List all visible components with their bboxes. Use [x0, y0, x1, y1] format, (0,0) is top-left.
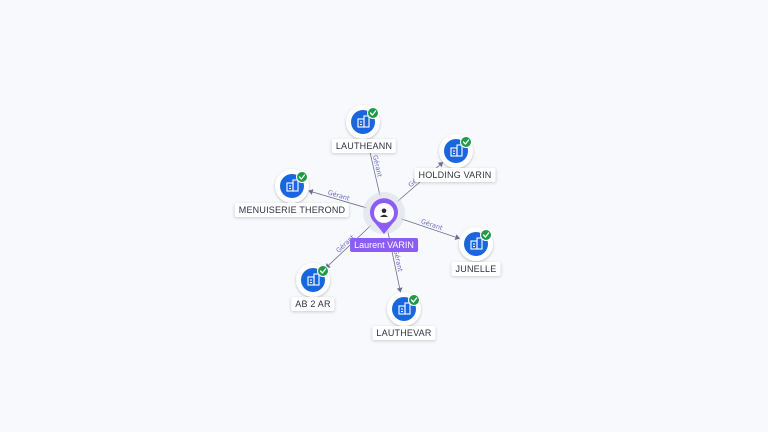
company-node[interactable]: [275, 169, 309, 203]
verified-check-icon: [317, 265, 329, 277]
building-icon: [357, 115, 370, 128]
company-name-label[interactable]: LAUTHEANN: [331, 139, 397, 153]
edge-arrow-icon: [454, 234, 460, 240]
company-name-label[interactable]: MENUISERIE THEROND: [234, 203, 350, 217]
company-node[interactable]: [346, 105, 380, 139]
edge-arrow-icon: [437, 162, 444, 168]
company-node[interactable]: [387, 292, 421, 326]
verified-check-icon: [460, 136, 472, 148]
relation-edge: [308, 190, 367, 209]
person-name-label[interactable]: Laurent VARIN: [350, 238, 418, 252]
edge-arrow-icon: [308, 189, 314, 195]
verified-check-icon: [408, 294, 420, 306]
relation-label: Gérant: [371, 154, 384, 178]
edge-arrow-icon: [396, 287, 403, 293]
person-node[interactable]: [363, 192, 405, 234]
building-icon: [470, 237, 483, 250]
relation-edge: [400, 218, 461, 239]
company-name-label[interactable]: LAUTHEVAR: [372, 326, 436, 340]
building-icon: [398, 302, 411, 315]
company-node[interactable]: [439, 134, 473, 168]
building-icon: [450, 144, 463, 157]
verified-check-icon: [367, 107, 379, 119]
company-node[interactable]: [296, 263, 330, 297]
company-name-label[interactable]: JUNELLE: [451, 262, 501, 276]
company-name-label[interactable]: AB 2 AR: [291, 297, 335, 311]
building-icon: [286, 179, 299, 192]
verified-check-icon: [480, 229, 492, 241]
building-icon: [307, 273, 320, 286]
company-node[interactable]: [459, 227, 493, 261]
relation-label: Gérant: [327, 189, 351, 203]
relation-edge: [325, 225, 372, 269]
relation-label: Gérant: [420, 218, 444, 233]
person-icon: [380, 208, 388, 217]
verified-check-icon: [296, 171, 308, 183]
company-name-label[interactable]: HOLDING VARIN: [414, 168, 496, 182]
